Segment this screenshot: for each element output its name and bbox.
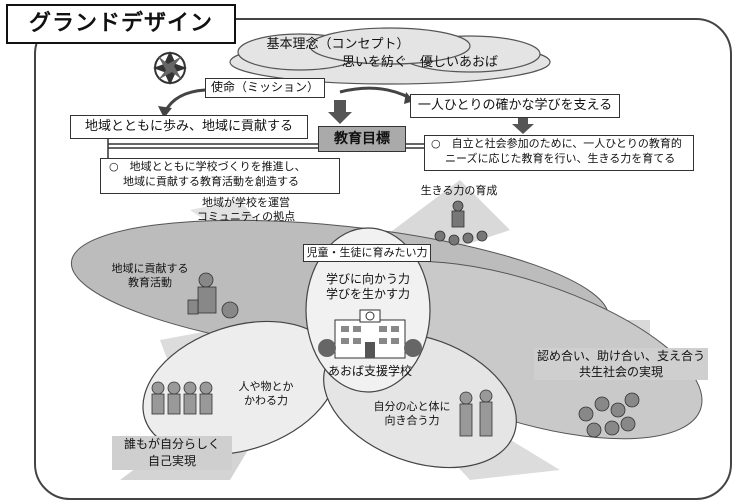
mind-body-label: 自分の心と体に 向き合う力 (368, 400, 456, 428)
cloud-philosophy (229, 27, 551, 85)
mission-label: 使命（ミッション） (205, 78, 325, 98)
mission-right: 一人ひとりの確かな学びを支える (410, 94, 620, 118)
mind-body-line-1: 自分の心と体に (373, 400, 451, 413)
people-illustration-seniors (459, 389, 493, 437)
community-hub-line-1: 地域が学校を運営 (202, 196, 290, 209)
school-name: あおば支援学校 (327, 364, 412, 378)
learning-power-label: 学びに向かう力 学びを生かす力 (320, 272, 416, 302)
people-power-line-2: かわる力 (244, 394, 288, 407)
goal-detail-line-1: ○ 自立と社会参加のために、一人ひとりの教育的 (431, 137, 682, 150)
arrow-to-right-mission (339, 86, 411, 100)
philosophy-label: 基本理念（コンセプト） (266, 37, 410, 52)
philosophy-text: 思いを紡ぐ 優しいあおば (341, 55, 498, 70)
living-power-label: 生きる力の育成 (420, 184, 498, 197)
education-goal-detail: ○ 自立と社会参加のために、一人ひとりの教育的 ニーズに応じた教育を行い、生きる… (424, 135, 694, 171)
people-power-label: 人や物とか かわる力 (226, 380, 306, 408)
coexistence-label: 認め合い、助け合い、支え合う 共生社会の実現 (534, 348, 708, 380)
learning-power-line-1: 学びに向かう力 (325, 272, 410, 286)
contribution-label: 地域に貢献する 教育活動 (106, 262, 194, 290)
mission-left-detail-line-1: ○ 地域とともに学校づくりを推進し、 (109, 160, 306, 173)
coexistence-line-2: 共生社会の実現 (578, 365, 663, 379)
contribution-line-2: 教育活動 (128, 276, 172, 289)
mission-left-detail-line-2: 地域に貢献する教育活動を創造する (123, 175, 299, 188)
education-goal-label: 教育目標 (318, 126, 406, 152)
people-illustration-volunteer (187, 272, 239, 319)
people-illustration-crowd (578, 392, 640, 438)
arrow-to-goal-detail (512, 114, 534, 134)
mission-left-detail: ○ 地域とともに学校づくりを推進し、 地域に貢献する教育活動を創造する (100, 158, 340, 194)
community-hub-line-2: コミュニティの拠点 (196, 210, 296, 223)
people-illustration-group (151, 381, 213, 415)
coexistence-line-1: 認め合い、助け合い、支え合う (536, 349, 705, 363)
learning-power-line-2: 学びを生かす力 (325, 287, 410, 301)
mission-left: 地域とともに歩み、地域に貢献する (70, 115, 308, 139)
self-realization-label: 誰もが自分らしく 自己実現 (112, 436, 232, 470)
self-realization-line-2: 自己実現 (147, 454, 196, 468)
desired-power-label: 児童・生徒に育みたい力 (303, 244, 431, 262)
people-illustration-children (434, 200, 488, 246)
people-power-line-1: 人や物とか (238, 380, 294, 393)
goal-detail-line-2: ニーズに応じた教育を行い、生きる力を育てる (445, 152, 676, 165)
arrow-to-goal (328, 100, 352, 124)
school-building-icon (318, 309, 422, 359)
community-hub-label: 地域が学校を運営 コミュニティの拠点 (186, 196, 306, 224)
self-realization-line-1: 誰もが自分らしく (123, 437, 220, 451)
contribution-line-1: 地域に貢献する (111, 262, 189, 275)
school-logo-icon (153, 51, 187, 85)
page-title: グランドデザイン (6, 4, 236, 44)
mind-body-line-2: 向き合う力 (384, 414, 440, 427)
